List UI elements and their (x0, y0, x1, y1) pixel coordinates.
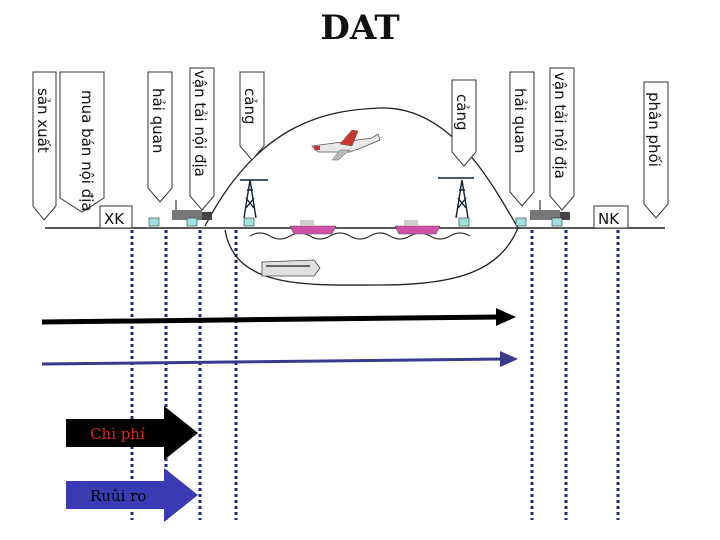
crane-icon (240, 179, 268, 219)
xk-box (99, 205, 133, 229)
stage-label-van-tai-noi-dia-right: vận tải nội địa (551, 72, 569, 179)
stage-arrow-phan-phoi: phân phối (643, 81, 669, 219)
airplane-icon (311, 129, 381, 161)
stage-label-cang-left: cảng (241, 88, 259, 124)
stage-label-hai-quan: hải quan (149, 88, 167, 153)
xk-label: XK (104, 210, 125, 228)
page-title: DAT (320, 8, 400, 48)
truck-icon (172, 200, 212, 220)
stage-label-mua-ban-noi-dia: mua bán nội địa (78, 90, 96, 212)
stage-arrow-cang-right: cảng (451, 79, 477, 167)
stage-label-cang-right: cảng (453, 94, 471, 130)
land-route (224, 227, 519, 286)
stage-label-hai-quan-right: hải quan (511, 88, 529, 153)
risk-legend-arrow: Ruûi ro (66, 468, 198, 522)
cost-legend-label: Chi phí (90, 425, 145, 443)
dotted-dividers (130, 230, 620, 520)
train-icon (261, 259, 321, 277)
ship-icon (394, 220, 441, 235)
stage-arrow-van-tai-noi-dia-right: vận tải nội địa (549, 67, 575, 211)
stage-arrow-san-xuat: sản xuất (32, 71, 57, 221)
stage-label-san-xuat: sản xuất (34, 88, 52, 153)
sea-route (249, 232, 471, 240)
risk-flow-arrow (41, 351, 518, 367)
truck-icon (530, 200, 570, 220)
stage-arrow-hai-quan: hải quan (147, 71, 173, 203)
stage-arrow-mua-ban-noi-dia: mua bán nội địa (59, 71, 105, 213)
cost-legend-arrow: Chi phí (66, 406, 198, 460)
air-route (204, 107, 519, 229)
stage-arrow-van-tai-noi-dia: vận tải nội địa (189, 67, 215, 211)
nk-box (593, 205, 629, 229)
stage-arrow-hai-quan-right: hải quan (509, 71, 535, 207)
stage-label-phan-phoi: phân phối (645, 92, 663, 167)
cost-flow-arrow (41, 308, 516, 326)
stage-label-van-tai-noi-dia: vận tải nội địa (191, 70, 209, 177)
crane-icon (438, 177, 474, 219)
nk-label: NK (598, 210, 620, 228)
risk-legend-label: Ruûi ro (90, 487, 146, 505)
station-markers (148, 217, 563, 227)
stage-arrow-cang-left: cảng (239, 71, 265, 161)
ship-icon (289, 220, 337, 235)
